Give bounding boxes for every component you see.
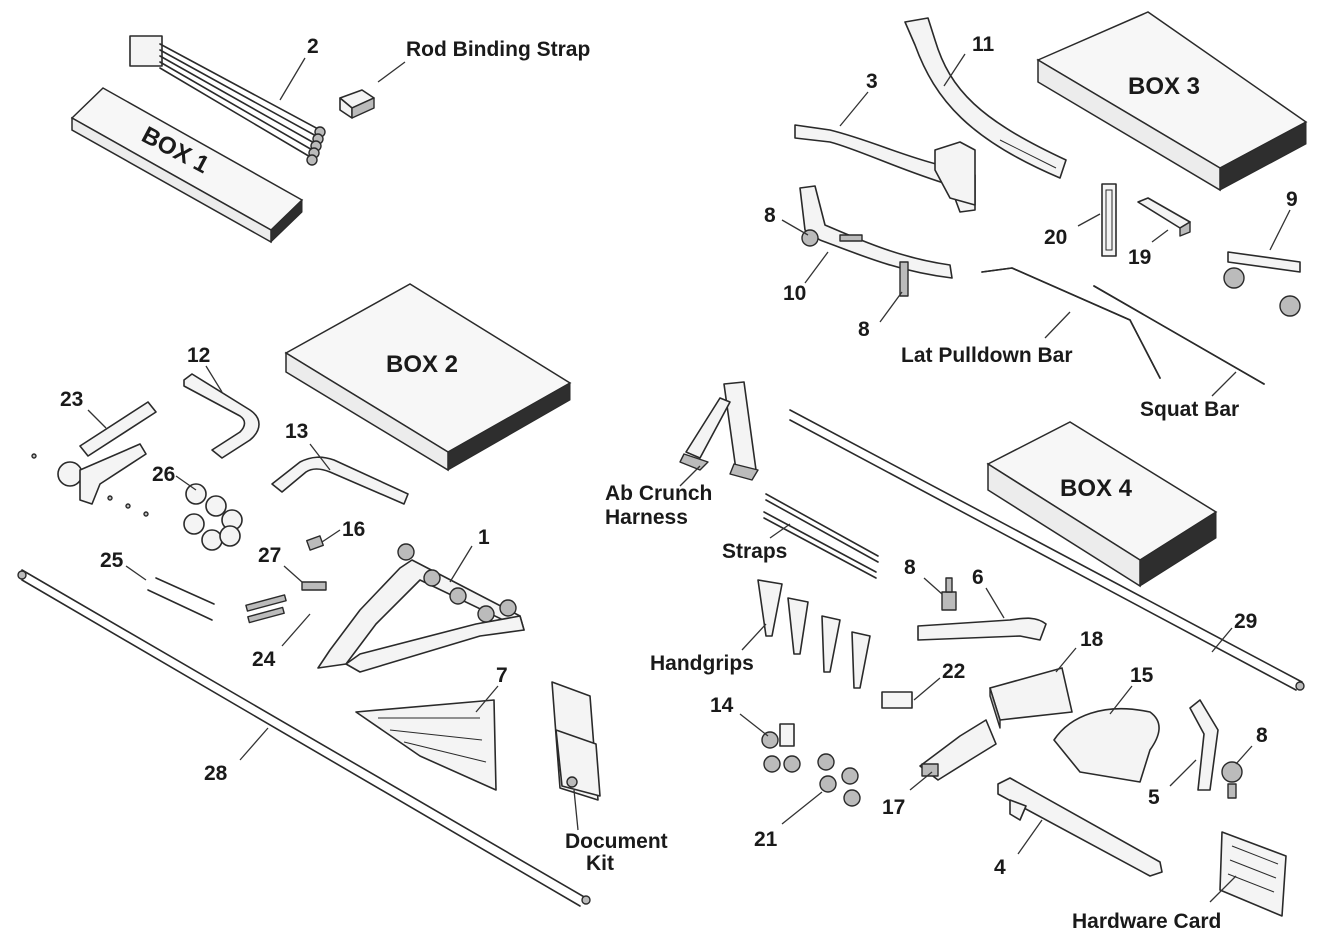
part-16-number: 16 [342,518,365,541]
part-29-number: 29 [1234,610,1257,633]
part-17-number: 17 [882,796,905,819]
part-24-number: 24 [252,648,276,671]
part-20-bracket [1101,183,1117,257]
part-5-number: 5 [1148,786,1160,809]
part-27-bolts [245,581,327,624]
part-13-number: 13 [285,420,308,443]
part-22-clamp [881,691,913,709]
handgrips-label: Handgrips [650,652,754,675]
box-2-label: BOX 2 [386,351,458,378]
hardware-card [1219,831,1287,917]
part-8-knob-b [941,577,957,611]
part-9-roller [1223,251,1301,317]
part-27-number: 27 [258,544,281,567]
part-23-bracket [31,443,149,517]
document-kit [551,681,601,801]
part-4-frame [997,777,1163,877]
part-1-base [317,543,525,673]
part-10-frame [799,185,953,279]
part-11-rail [904,17,1067,179]
part-7-number: 7 [496,664,508,687]
lat-pulldown-bar [981,267,1161,379]
rod-binding-strap [339,89,375,119]
part-13-tube [271,456,409,505]
part-3-frame [794,124,976,213]
handgrips [757,579,871,689]
part-17-bracket [919,719,997,781]
straps-label: Straps [722,540,787,563]
part-14-roller [761,723,801,773]
part-6-number: 6 [972,566,984,589]
box-3-label: BOX 3 [1128,73,1200,100]
part-10-number: 10 [783,282,806,305]
part-28-rod [17,569,591,907]
part-19-number: 19 [1128,246,1151,269]
box-3: BOX 3 [1036,11,1308,192]
ab-crunch-harness [679,381,759,481]
box-1: BOX 1 [70,87,304,244]
box-4-label: BOX 4 [1060,475,1133,502]
straps [763,493,879,579]
part-4-number: 4 [994,856,1006,879]
part-20-number: 20 [1044,226,1067,249]
part-18-number: 18 [1080,628,1104,651]
ab-crunch-label-line1: Ab Crunch [605,482,712,505]
part-29-rod [789,409,1305,691]
part-28-number: 28 [204,762,228,785]
rod-binding-strap-label: Rod Binding Strap [406,38,590,61]
part-22-number: 22 [942,660,965,683]
squat-bar [1093,285,1265,385]
document-kit-label-line2: Kit [586,852,614,875]
part-5-post [1189,699,1219,791]
part-8-number-b: 8 [858,318,870,341]
part-8-number-a: 8 [764,204,776,227]
document-kit-label-line1: Document [565,830,668,853]
part-11-number: 11 [972,33,995,56]
part-7-plate [355,699,497,791]
part-21-wheels [817,753,861,807]
hardware-card-label: Hardware Card [1072,910,1221,933]
part-6-arm [917,617,1047,641]
part-9-number: 9 [1286,188,1298,211]
part-21-number: 21 [754,828,778,851]
part-26-number: 26 [152,463,175,486]
part-16-screw [306,535,324,551]
part-14-number: 14 [710,694,734,717]
part-8-knob-a [899,261,909,297]
part-3-number: 3 [866,70,878,93]
part-1-number: 1 [478,526,490,549]
part-25-number: 25 [100,549,124,572]
part-23-tube [79,401,157,457]
part-8-number-d: 8 [1256,724,1268,747]
part-2-number: 2 [307,35,319,58]
box-2: BOX 2 [284,283,572,472]
part-12-tube [183,373,260,459]
squat-bar-label: Squat Bar [1140,398,1239,421]
part-15-number: 15 [1130,664,1154,687]
part-12-number: 12 [187,344,210,367]
part-8-number-c: 8 [904,556,916,579]
lat-pulldown-bar-label: Lat Pulldown Bar [901,344,1073,367]
part-8-knob-c [1221,761,1243,799]
part-18-pad [989,667,1073,729]
part-25-rods [147,577,215,621]
part-26-pads [183,483,243,551]
rod-bundle [129,35,326,166]
box-4: BOX 4 [986,421,1218,588]
part-19-tube [1137,197,1191,237]
ab-crunch-label-line2: Harness [605,506,688,529]
part-23-number: 23 [60,388,83,411]
part-15-seat [1053,708,1160,783]
